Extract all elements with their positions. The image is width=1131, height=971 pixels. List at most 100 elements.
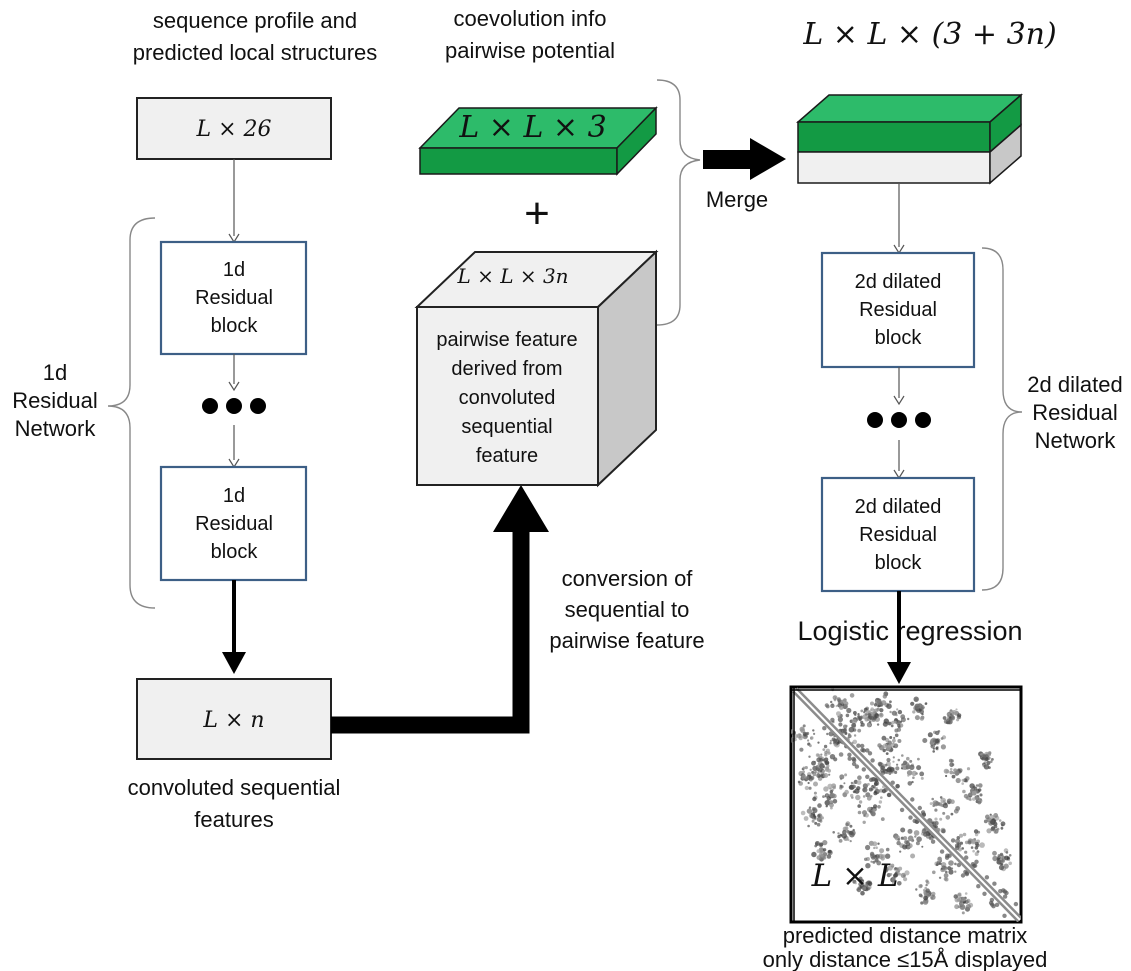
matrix-diagonal-dot	[871, 777, 876, 782]
matrix-texture-dot	[832, 696, 836, 700]
matrix-diagonal-dot	[851, 756, 856, 762]
matrix-texture-dot	[876, 707, 880, 712]
matrix-texture-dot	[822, 758, 825, 762]
matrix-texture-dot	[857, 713, 860, 716]
matrix-diagonal-dot	[994, 902, 1000, 907]
matrix-texture-dot	[875, 846, 878, 849]
matrix-texture-dot	[927, 732, 933, 738]
matrix-texture-dot	[824, 760, 830, 766]
matrix-diagonal-dot	[842, 728, 847, 733]
matrix-texture-dot	[817, 814, 821, 818]
matrix-texture-dot	[901, 754, 904, 757]
matrix-texture-dot	[822, 840, 828, 846]
2d-dilated-residual-block-2	[820, 476, 976, 593]
matrix-texture-dot	[860, 883, 864, 887]
coevolution-green-slab	[418, 106, 658, 176]
matrix-texture-dot	[850, 793, 854, 798]
matrix-texture-dot	[877, 805, 881, 809]
matrix-texture-dot	[877, 743, 882, 748]
matrix-texture-dot	[964, 840, 969, 845]
matrix-diagonal-dot	[939, 849, 945, 854]
matrix-texture-dot	[948, 869, 954, 875]
matrix-texture-dot	[863, 814, 866, 817]
matrix-texture-dot	[883, 868, 888, 873]
matrix-texture-dot	[879, 848, 885, 854]
matrix-texture-dot	[949, 716, 952, 719]
matrix-texture-dot	[837, 715, 840, 718]
matrix-texture-dot	[998, 864, 1005, 871]
matrix-texture-dot	[839, 784, 843, 788]
matrix-texture-dot	[916, 836, 922, 842]
matrix-texture-dot	[940, 737, 944, 740]
matrix-texture-dot	[828, 773, 831, 776]
matrix-texture-dot	[849, 693, 855, 698]
matrix-texture-dot	[813, 732, 816, 736]
plus-sign: +	[524, 189, 550, 238]
matrix-texture-dot	[808, 786, 812, 790]
matrix-texture-dot	[869, 795, 873, 798]
matrix-texture-dot	[974, 841, 979, 846]
matrix-texture-dot	[971, 840, 976, 845]
matrix-texture-dot	[942, 716, 947, 720]
matrix-texture-dot	[807, 781, 810, 785]
matrix-texture-dot	[810, 814, 814, 818]
matrix-texture-dot	[959, 900, 963, 904]
matrix-texture-dot	[862, 810, 867, 816]
matrix-texture-dot	[992, 850, 997, 856]
matrix-texture-dot	[929, 802, 933, 806]
matrix-texture-dot	[974, 846, 979, 850]
matrix-texture-dot	[990, 760, 993, 763]
matrix-diagonal-dot	[910, 797, 915, 802]
matrix-diagonal-dot	[1002, 913, 1007, 918]
matrix-texture-dot	[853, 734, 857, 737]
merge-label: Merge	[706, 187, 768, 212]
matrix-texture-dot	[885, 752, 889, 755]
matrix-texture-dot	[961, 911, 965, 915]
matrix-texture-dot	[896, 763, 899, 766]
matrix-texture-dot	[957, 892, 962, 897]
matrix-texture-dot	[893, 736, 896, 740]
matrix-texture-dot	[897, 881, 902, 886]
matrix-texture-dot	[964, 850, 968, 854]
matrix-texture-dot	[845, 822, 849, 827]
matrix-texture-dot	[932, 750, 935, 753]
matrix-texture-dot	[819, 842, 824, 847]
matrix-texture-dot	[819, 758, 823, 762]
matrix-diagonal-dot	[917, 805, 922, 811]
matrix-texture-dot	[955, 708, 958, 711]
matrix-texture-dot	[892, 760, 895, 763]
matrix-texture-dot	[803, 816, 809, 821]
matrix-diagonal-dot	[954, 843, 960, 848]
matrix-texture-dot	[956, 718, 960, 722]
matrix-texture-dot	[921, 845, 924, 848]
matrix-texture-dot	[904, 870, 910, 876]
conversion-caption-line2: sequential to	[565, 597, 690, 622]
matrix-texture-dot	[874, 713, 880, 718]
matrix-texture-dot	[914, 698, 918, 702]
matrix-diagonal-dot	[856, 743, 861, 748]
2d-dilated-residual-block-1	[820, 251, 976, 369]
matrix-texture-dot	[857, 810, 862, 815]
matrix-texture-dot	[919, 716, 925, 721]
matrix-texture-dot	[867, 782, 870, 786]
matrix-texture-dot	[924, 886, 927, 890]
matrix-diagonal-dot	[984, 875, 990, 880]
matrix-texture-dot	[800, 810, 806, 816]
matrix-texture-dot	[816, 849, 821, 853]
matrix-texture-dot	[826, 764, 830, 768]
2d-block2-line2: Residual	[859, 524, 937, 546]
matrix-texture-dot	[910, 853, 916, 859]
matrix-texture-dot	[863, 711, 866, 714]
matrix-texture-dot	[838, 752, 844, 757]
matrix-texture-dot	[899, 850, 902, 853]
matrix-texture-dot	[853, 711, 857, 715]
matrix-texture-dot	[949, 770, 954, 775]
matrix-texture-dot	[944, 877, 949, 882]
matrix-texture-dot	[910, 839, 914, 843]
matrix-texture-dot	[867, 713, 872, 717]
matrix-texture-dot	[864, 857, 868, 861]
matrix-texture-dot	[972, 785, 976, 789]
matrix-texture-dot	[844, 701, 849, 706]
matrix-texture-dot	[914, 703, 921, 710]
matrix-texture-dot	[879, 708, 882, 711]
